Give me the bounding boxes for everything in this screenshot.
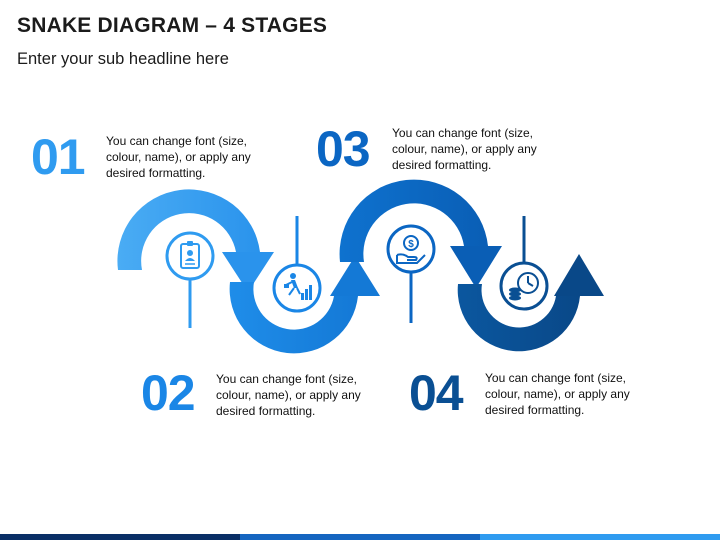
stage-3-band [339, 179, 502, 288]
businessman-chart-icon [284, 273, 312, 300]
stage-1-number: 01 [31, 129, 86, 185]
stage-2-description: You can change font (size, colour, name)… [216, 372, 361, 418]
page-subtitle: Enter your sub headline here [17, 50, 229, 68]
stage-1-band [117, 189, 274, 292]
id-card-icon [180, 241, 200, 269]
page-title: SNAKE DIAGRAM – 4 STAGES [17, 14, 328, 37]
svg-text:$: $ [408, 239, 414, 250]
stage-1-pin [165, 231, 215, 328]
stage-2-band [229, 256, 380, 354]
stage-1-description: You can change font (size, colour, name)… [106, 134, 251, 180]
dollar-hand-icon: $ [396, 235, 426, 264]
stage-4-number: 04 [409, 365, 464, 421]
footer-bar [0, 534, 720, 540]
stage-2-pin [272, 216, 322, 313]
coins-clock-icon [509, 272, 539, 301]
stage-4-description: You can change font (size, colour, name)… [485, 371, 630, 417]
stage-4-band [457, 254, 604, 352]
stage-2-number: 02 [141, 365, 196, 421]
stage-3-number: 03 [316, 121, 371, 177]
stage-3-description: You can change font (size, colour, name)… [392, 126, 537, 172]
stage-4-pin [499, 216, 549, 311]
